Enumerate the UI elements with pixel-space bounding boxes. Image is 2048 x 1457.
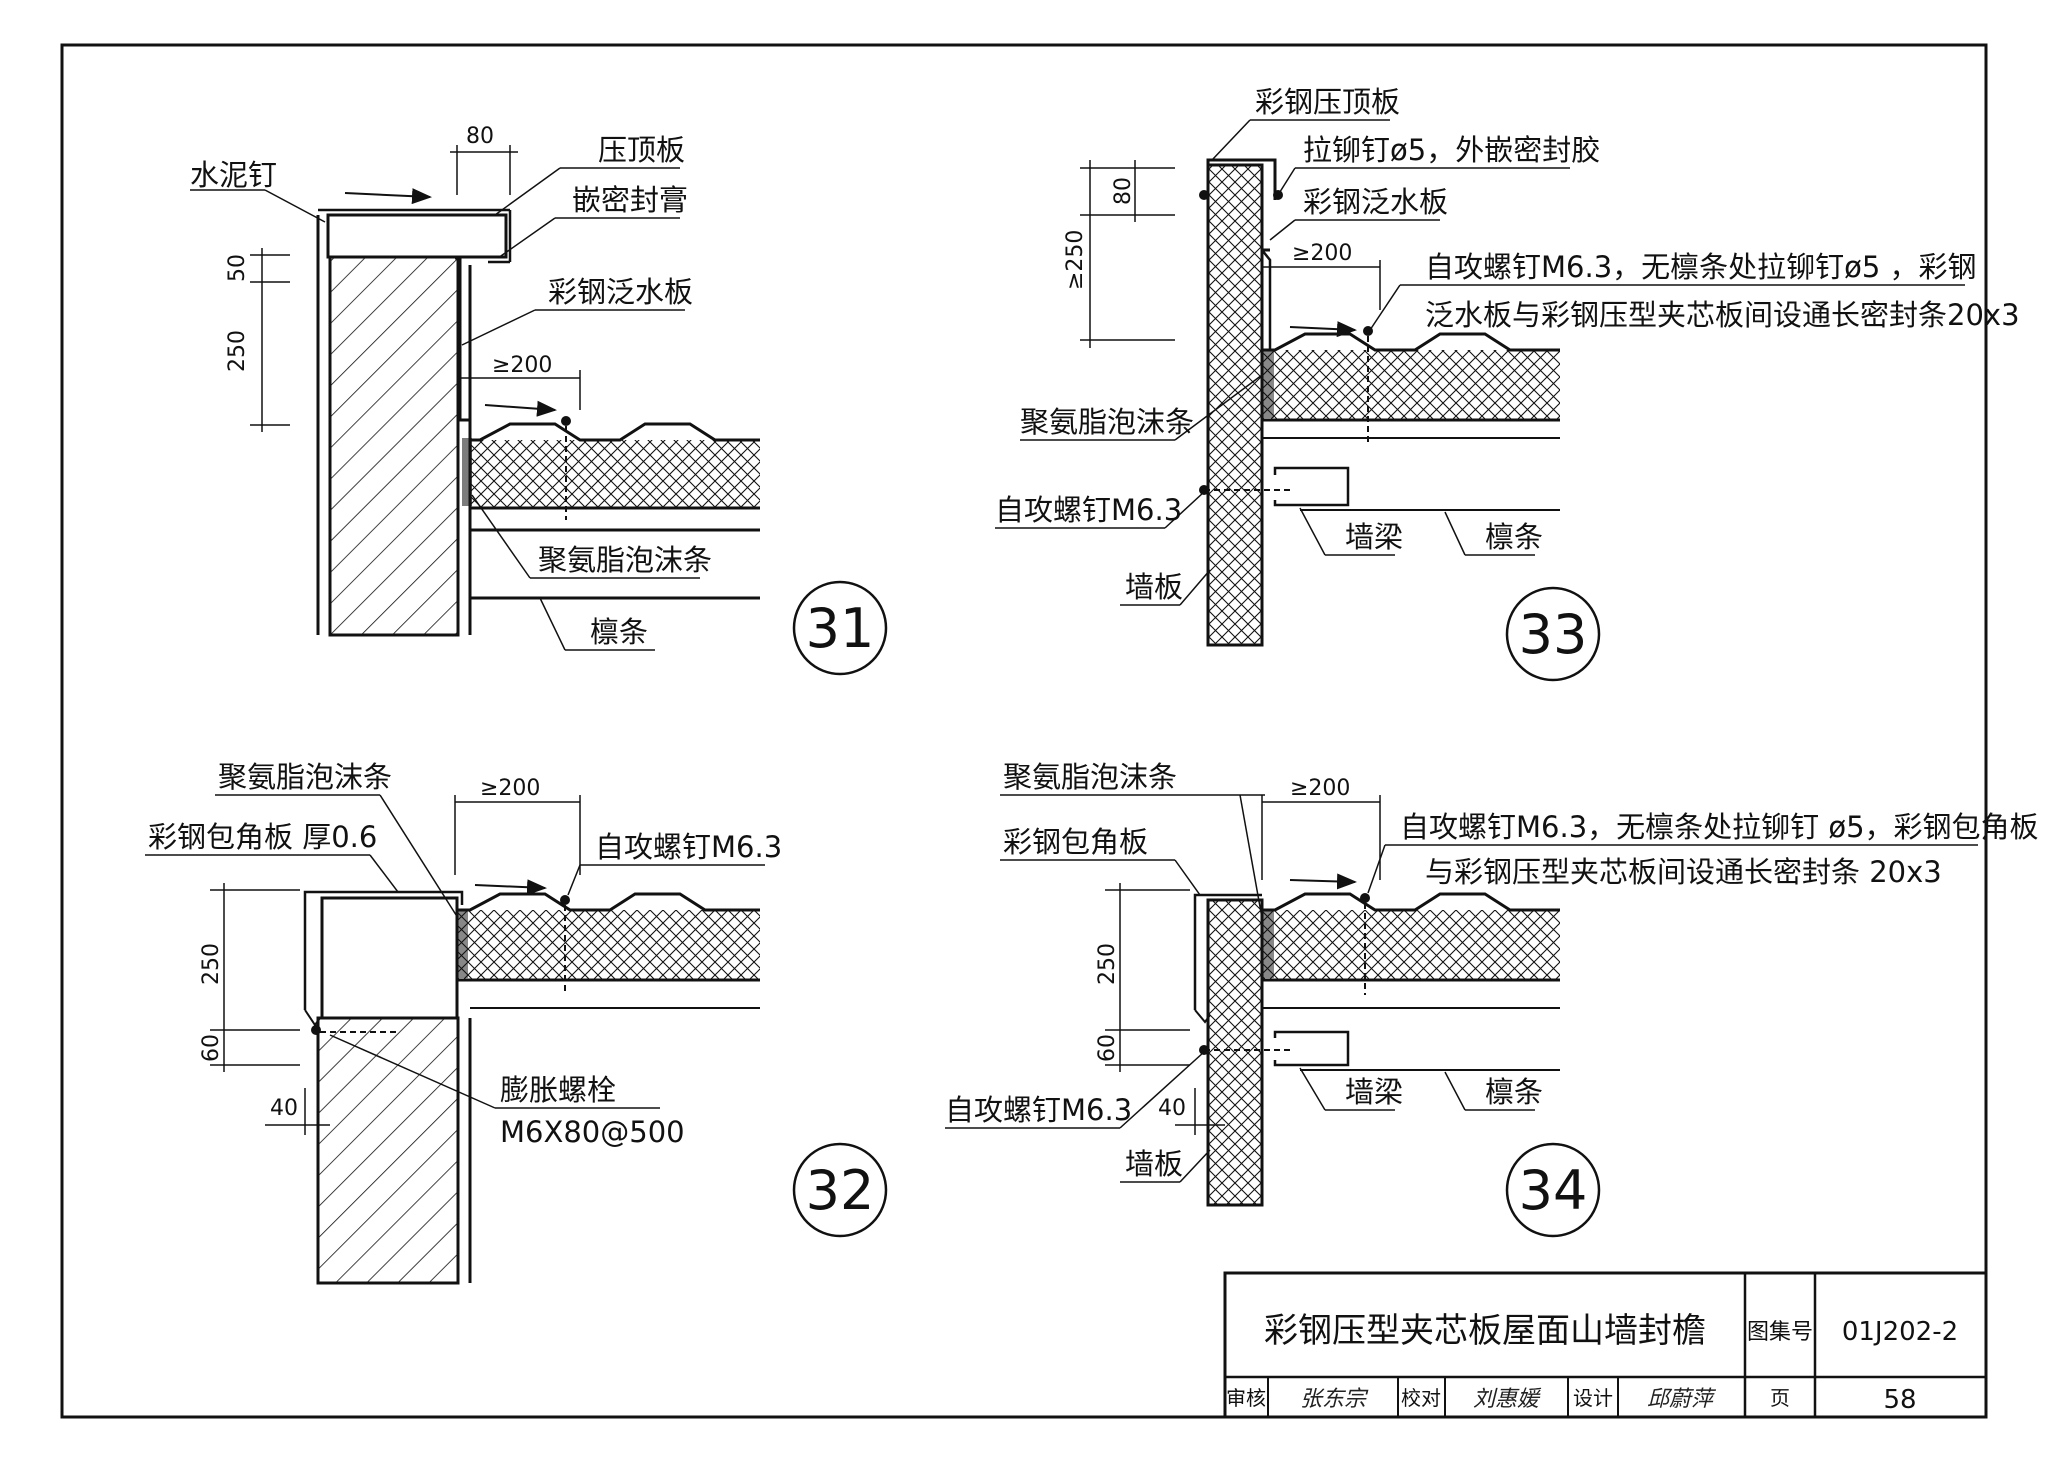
label-screw-wall-33: 自攻螺钉M6.3 [995,493,1182,527]
label-screw-wall-34: 自攻螺钉M6.3 [945,1093,1132,1127]
dim-80-31: 80 [466,124,494,149]
label-wallpanel-34: 墙板 [1125,1147,1183,1181]
label-purlin-34: 檩条 [1485,1075,1543,1109]
label-foam-31: 聚氨脂泡沫条 [538,543,712,577]
dim-200-31: ≥200 [492,353,552,378]
check-label: 校对 [1401,1386,1441,1410]
page-number: 58 [1883,1385,1916,1415]
wall-panel-33 [1206,163,1264,647]
label-purlin-33: 檩条 [1485,520,1543,554]
label-wallpanel-33: 墙板 [1125,570,1183,604]
label-coping-31: 压顶板 [598,133,685,167]
label-sealant-31: 嵌密封膏 [572,183,688,217]
title-block: 彩钢压型夹芯板屋面山墙封檐 图集号 01J202-2 审核 张东宗 校对 刘惠媛… [1223,1271,1988,1419]
label-purlin-31: 檩条 [590,615,648,649]
label-screw-33-line2: 泛水板与彩钢压型夹芯板间设通长密封条20x3 [1425,298,2020,332]
detail-31: 80 50 250 ≥200 水泥钉 压顶板 嵌密封膏 彩钢泛水板 聚氨脂泡沫条… [190,124,888,676]
label-screw-32: 自攻螺钉M6.3 [595,830,782,864]
label-coping-33: 彩钢压顶板 [1255,85,1400,119]
label-cement-nail: 水泥钉 [190,158,277,192]
detail-marker-34 [1505,1142,1601,1238]
detail-number-34: 34 [1519,1159,1588,1222]
label-screw-34-line1: 自攻螺钉M6.3，无檩条处拉铆钉 ø5，彩钢包角板 [1400,810,2039,844]
detail-32: ≥200 250 60 40 聚氨脂泡沫条 彩钢包角板 厚0.6 自攻螺钉M6.… [145,760,888,1285]
detail-marker-33 [1505,586,1601,682]
wall-panel-34 [1206,898,1264,1207]
detail-33: 80 ≥250 ≥200 彩钢压顶板 拉铆钉ø5，外嵌密封胶 彩钢泛水板 自攻螺… [995,85,2020,682]
detail-number-31: 31 [806,597,875,660]
dim-200-32: ≥200 [480,776,540,801]
dim-80-33: 80 [1111,177,1136,205]
masonry-wall-31 [328,253,460,637]
label-flashing-33: 彩钢泛水板 [1303,185,1448,219]
detail-number-33: 33 [1519,603,1588,666]
label-bolt-spec-32: M6X80@500 [500,1115,685,1149]
concrete-beam-32 [320,896,459,1020]
design-label: 设计 [1573,1386,1613,1410]
dim-60-32: 60 [199,1034,224,1062]
page-label: 页 [1770,1386,1790,1410]
dim-200-34: ≥200 [1290,776,1350,801]
coping-31 [326,213,508,259]
detail-34: ≥200 250 60 40 聚氨脂泡沫条 彩钢包角板 自攻螺钉M6.3，无檩条… [945,760,2039,1238]
dim-250-31: 250 [225,330,250,372]
detail-marker-31 [792,580,888,676]
label-flashing-31: 彩钢泛水板 [548,275,693,309]
label-corner-34: 彩钢包角板 [1003,825,1148,859]
detail-marker-32 [792,1142,888,1238]
dim-200-33: ≥200 [1292,241,1352,266]
label-bolt-32: 膨胀螺栓 [500,1073,616,1107]
dim-40-34: 40 [1158,1096,1186,1121]
label-foam-34: 聚氨脂泡沫条 [1003,760,1177,794]
label-foam-32: 聚氨脂泡沫条 [218,760,392,794]
dim-250-33: ≥250 [1063,230,1088,290]
sheet-border [60,43,1988,1419]
sheet-title: 彩钢压型夹芯板屋面山墙封檐 [1264,1311,1706,1351]
label-wallbeam-33: 墙梁 [1345,520,1403,554]
dim-60-34: 60 [1095,1034,1120,1062]
check-signature: 刘惠媛 [1473,1387,1542,1412]
label-wallbeam-34: 墙梁 [1345,1075,1403,1109]
atlas-number: 01J202-2 [1842,1317,1958,1347]
atlas-label: 图集号 [1747,1320,1813,1345]
detail-number-32: 32 [806,1159,875,1222]
label-screw-34-line2: 与彩钢压型夹芯板间设通长密封条 20x3 [1425,855,1942,889]
label-rivet-33: 拉铆钉ø5，外嵌密封胶 [1303,133,1600,167]
label-foam-33: 聚氨脂泡沫条 [1020,405,1194,439]
label-corner-32: 彩钢包角板 厚0.6 [148,820,377,854]
label-screw-33-line1: 自攻螺钉M6.3，无檩条处拉铆钉ø5 ，彩钢 [1425,250,1977,284]
masonry-wall-32 [316,1016,460,1285]
dim-250-34: 250 [1095,943,1120,985]
dim-250-32: 250 [199,943,224,985]
dim-50-31: 50 [225,254,250,282]
design-signature: 邱蔚萍 [1647,1387,1717,1412]
review-label: 审核 [1226,1386,1266,1410]
dim-40-32: 40 [270,1096,298,1121]
review-signature: 张东宗 [1300,1387,1369,1412]
